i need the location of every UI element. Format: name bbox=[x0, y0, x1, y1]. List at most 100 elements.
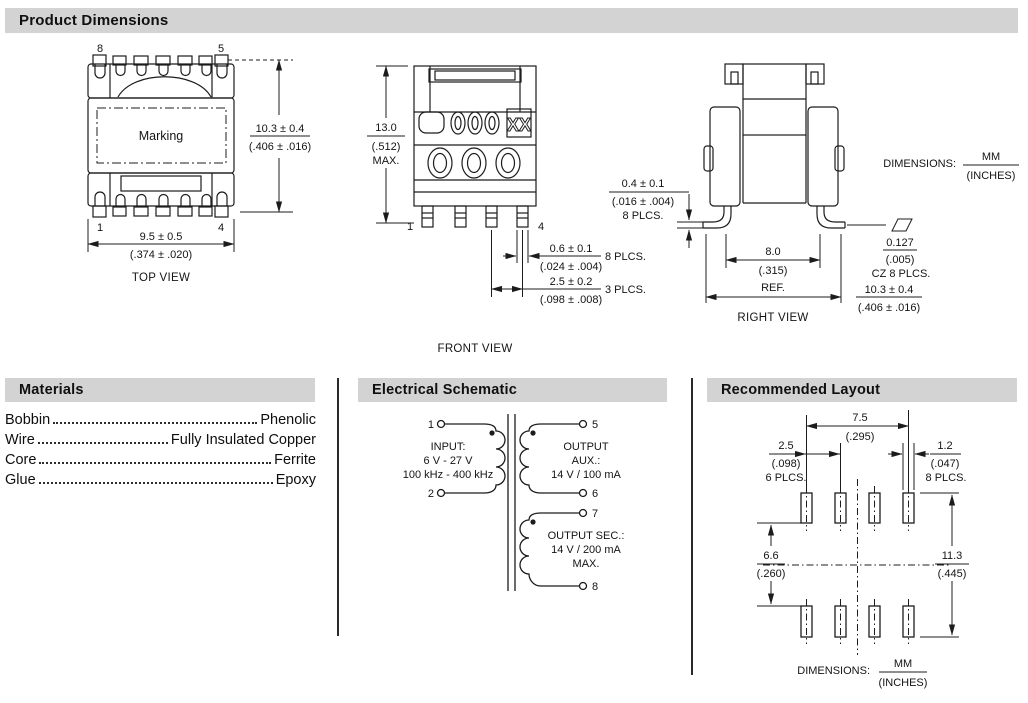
material-row: Glue Epoxy bbox=[5, 468, 316, 488]
section-header-recommended-layout: Recommended Layout bbox=[707, 378, 1017, 402]
pin-number-label: 8 bbox=[97, 43, 103, 55]
dim-width-mm: 9.5 ± 0.5 bbox=[140, 231, 183, 243]
output-aux-spec-line: OUTPUT bbox=[563, 441, 609, 453]
schematic-pin-label: 5 bbox=[592, 419, 598, 431]
section-title: Product Dimensions bbox=[19, 12, 169, 29]
dim-standoff-inches: (.016 ± .004) bbox=[612, 196, 674, 208]
material-value: Phenolic bbox=[260, 412, 316, 428]
dim-lead-width-note: 8 PLCS. bbox=[605, 251, 646, 263]
section-header-materials: Materials bbox=[5, 378, 315, 402]
dim-standoff-note: 8 PLCS. bbox=[623, 210, 664, 222]
view-caption: FRONT VIEW bbox=[438, 343, 513, 355]
section-header-electrical-schematic: Electrical Schematic bbox=[358, 378, 667, 402]
material-value: Epoxy bbox=[275, 472, 316, 488]
schematic-lines bbox=[436, 414, 588, 591]
right-view-drawing: 8.0 (.315) REF. 10.3 ± 0.4 (.406 ± .016)… bbox=[702, 63, 1019, 324]
view-caption: RIGHT VIEW bbox=[737, 312, 808, 324]
section-title: Materials bbox=[19, 382, 84, 398]
dim-gap-mm: 6.6 bbox=[763, 550, 778, 562]
output-aux-spec-line: AUX.: bbox=[572, 455, 601, 467]
dim-height-mm: 13.0 bbox=[375, 122, 396, 134]
view-caption: TOP VIEW bbox=[132, 272, 190, 284]
column-divider bbox=[691, 378, 693, 675]
pin-number-label: 1 bbox=[97, 222, 103, 234]
pin-number-label: 1 bbox=[407, 221, 413, 233]
dim-pad-width-mm: 1.2 bbox=[937, 440, 952, 452]
material-value: Fully Insulated Copper bbox=[170, 432, 316, 448]
dim-pitch-note: 3 PLCS. bbox=[605, 284, 646, 296]
schematic-pin-label: 7 bbox=[592, 508, 598, 520]
dim-span-mm: 7.5 bbox=[852, 412, 867, 424]
material-row: Wire Fully Insulated Copper bbox=[5, 428, 316, 448]
material-value: Ferrite bbox=[274, 452, 316, 468]
top-view-drawing: 8 5 1 4 Marking 10.3 ± 0.4 (.406 ± .016)… bbox=[87, 43, 311, 284]
dot-leader bbox=[39, 462, 272, 464]
dim-height-inches: (.512) bbox=[372, 141, 401, 153]
dimensions-units-label: DIMENSIONS: bbox=[883, 158, 956, 170]
units-mm: MM bbox=[982, 151, 1000, 163]
dot-leader bbox=[37, 442, 168, 444]
dim-pad-width-inches: (.047) bbox=[931, 458, 960, 470]
dim-span-note: REF. bbox=[761, 282, 785, 294]
dim-outer-span-inches: (.445) bbox=[938, 568, 967, 580]
material-label: Bobbin bbox=[5, 412, 51, 428]
dim-lead-width-inches: (.024 ± .004) bbox=[540, 261, 602, 273]
product-dimensions-drawing: 8 5 1 4 Marking 10.3 ± 0.4 (.406 ± .016)… bbox=[87, 43, 1019, 355]
materials-list: Bobbin Phenolic Wire Fully Insulated Cop… bbox=[5, 408, 316, 488]
units-inches: (INCHES) bbox=[967, 170, 1016, 182]
input-spec-line: 100 kHz - 400 kHz bbox=[403, 469, 493, 481]
dim-height-inches: (.406 ± .016) bbox=[249, 141, 311, 153]
section-title: Electrical Schematic bbox=[372, 382, 518, 398]
dim-width-inches: (.374 ± .020) bbox=[130, 249, 192, 261]
electrical-schematic-drawing: 1 2 5 6 7 8 INPUT: 6 V - 27 V 100 kHz - … bbox=[403, 414, 625, 593]
units-mm: MM bbox=[894, 658, 912, 670]
pin-number-label: 4 bbox=[218, 222, 224, 234]
dim-gap-inches: (.260) bbox=[757, 568, 786, 580]
dim-span-inches: (.295) bbox=[846, 431, 875, 443]
output-sec-spec-line: 14 V / 200 mA bbox=[551, 544, 621, 556]
marking-xx-label: XX bbox=[507, 115, 531, 135]
section-header-product-dimensions: Product Dimensions bbox=[5, 8, 1018, 33]
front-view-drawing: XX 1 4 13.0 bbox=[367, 65, 703, 355]
column-divider bbox=[337, 378, 339, 636]
recommended-layout-drawing: 7.5 (.295) 2.5 (.098) 6 PLCS. 1.2 (.047)… bbox=[757, 410, 969, 689]
schematic-pin-label: 6 bbox=[592, 488, 598, 500]
polarity-dot bbox=[489, 430, 495, 436]
dot-leader bbox=[38, 482, 273, 484]
output-aux-spec-line: 14 V / 100 mA bbox=[551, 469, 621, 481]
material-row: Bobbin Phenolic bbox=[5, 408, 316, 428]
polarity-dot bbox=[530, 519, 536, 525]
material-label: Core bbox=[5, 452, 37, 468]
dim-height-note: MAX. bbox=[373, 155, 400, 167]
pin-number-label: 5 bbox=[218, 43, 224, 55]
layout-centerlines bbox=[763, 479, 950, 655]
dim-body-width-mm: 10.3 ± 0.4 bbox=[865, 284, 914, 296]
section-title: Recommended Layout bbox=[721, 382, 881, 398]
material-row: Core Ferrite bbox=[5, 448, 316, 468]
dim-lead-width-mm: 0.6 ± 0.1 bbox=[550, 243, 593, 255]
output-sec-spec-line: MAX. bbox=[573, 558, 600, 570]
material-label: Glue bbox=[5, 472, 36, 488]
dimensions-units-label: DIMENSIONS: bbox=[797, 665, 870, 677]
dim-body-width-inches: (.406 ± .016) bbox=[858, 302, 920, 314]
dim-coplanarity-inches: (.005) bbox=[886, 254, 915, 266]
dim-standoff-mm: 0.4 ± 0.1 bbox=[622, 178, 665, 190]
schematic-pin-label: 2 bbox=[428, 488, 434, 500]
layout-dimension-lines bbox=[757, 410, 969, 673]
dim-height-mm: 10.3 ± 0.4 bbox=[256, 123, 305, 135]
right-view-dimension-lines bbox=[705, 164, 1019, 303]
schematic-pin-label: 8 bbox=[592, 581, 598, 593]
dim-pitch-inches: (.098 ± .008) bbox=[540, 294, 602, 306]
dim-pitch-note: 6 PLCS. bbox=[766, 472, 807, 484]
schematic-pin-label: 1 bbox=[428, 419, 434, 431]
input-spec-line: INPUT: bbox=[431, 441, 466, 453]
marking-label: Marking bbox=[139, 129, 184, 143]
dim-span-inches: (.315) bbox=[759, 265, 788, 277]
dim-pitch-mm: 2.5 bbox=[778, 440, 793, 452]
dim-coplanarity-note: CZ 8 PLCS. bbox=[872, 268, 931, 280]
dim-pad-width-note: 8 PLCS. bbox=[926, 472, 967, 484]
top-view-dimension-lines bbox=[87, 59, 310, 252]
dim-span-mm: 8.0 bbox=[765, 246, 780, 258]
output-sec-spec-line: OUTPUT SEC.: bbox=[548, 530, 625, 542]
